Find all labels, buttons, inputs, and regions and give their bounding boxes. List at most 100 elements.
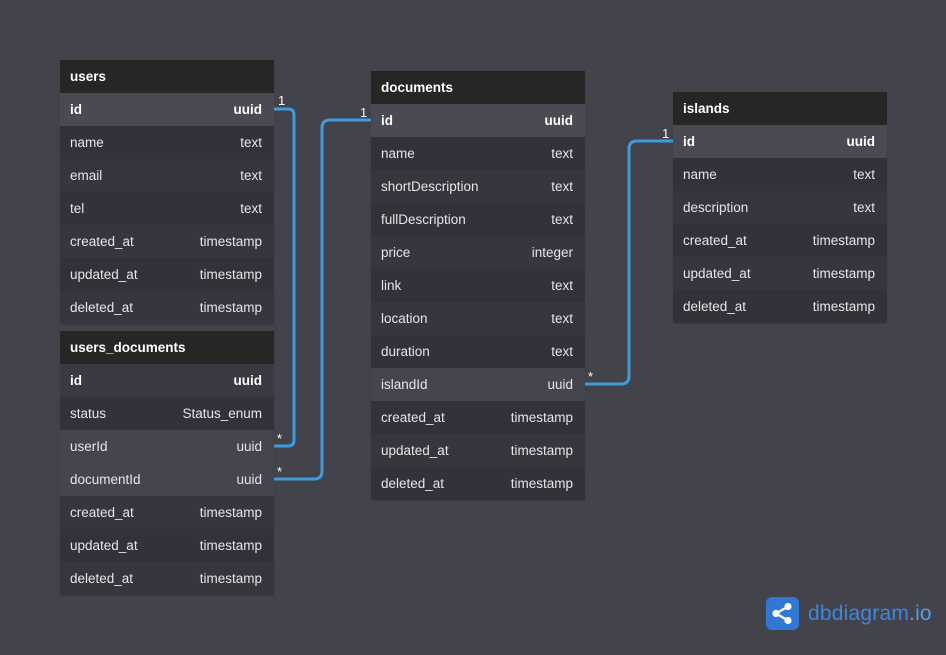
column-name: deleted_at: [70, 571, 134, 586]
cardinality-one-users: 1: [278, 93, 285, 108]
column-islands-updated-at[interactable]: updated_at timestamp: [673, 257, 887, 290]
column-name: updated_at: [70, 267, 138, 282]
table-header-users-documents[interactable]: users_documents: [60, 331, 274, 364]
cardinality-many-islandid: *: [588, 369, 593, 384]
column-name: created_at: [683, 233, 747, 248]
column-islands-created-at[interactable]: created_at timestamp: [673, 224, 887, 257]
column-name: deleted_at: [70, 300, 134, 315]
column-type: uuid: [236, 472, 262, 487]
column-type: text: [240, 135, 262, 150]
column-name: link: [381, 278, 402, 293]
cardinality-one-documents: 1: [360, 105, 367, 120]
table-users-documents[interactable]: users_documents id uuid status Status_enum…: [60, 331, 274, 595]
column-documents-location[interactable]: location text: [371, 302, 585, 335]
column-name: id: [70, 102, 82, 117]
column-type: uuid: [544, 113, 574, 128]
column-users-created-at[interactable]: created_at timestamp: [60, 225, 274, 258]
column-users-name[interactable]: name text: [60, 126, 274, 159]
column-documents-islandid[interactable]: islandId uuid: [371, 368, 585, 401]
column-name: userId: [70, 439, 108, 454]
cardinality-one-islands: 1: [662, 126, 669, 141]
column-type: Status_enum: [182, 406, 262, 421]
column-type: timestamp: [812, 299, 875, 314]
column-users-documents-userid[interactable]: userId uuid: [60, 430, 274, 463]
column-type: text: [240, 201, 262, 216]
brand-name-main: dbdiagram: [808, 601, 910, 625]
column-type: uuid: [547, 377, 573, 392]
column-documents-duration[interactable]: duration text: [371, 335, 585, 368]
column-type: text: [551, 311, 573, 326]
column-name: duration: [381, 344, 430, 359]
cardinality-many-userid: *: [277, 431, 282, 446]
dbdiagram-logo[interactable]: dbdiagram.io: [766, 597, 932, 630]
column-name: updated_at: [683, 266, 751, 281]
column-documents-fulldescription[interactable]: fullDescription text: [371, 203, 585, 236]
column-name: id: [381, 113, 393, 128]
column-name: islandId: [381, 377, 428, 392]
column-name: created_at: [70, 234, 134, 249]
column-type: text: [551, 212, 573, 227]
relation-islands-islandid[interactable]: [585, 139, 673, 386]
column-name: tel: [70, 201, 85, 216]
relation-users-userid[interactable]: [274, 107, 296, 448]
column-type: uuid: [236, 439, 262, 454]
column-name: email: [70, 168, 103, 183]
column-name: location: [381, 311, 428, 326]
column-type: uuid: [846, 134, 876, 149]
column-documents-link[interactable]: link text: [371, 269, 585, 302]
column-type: timestamp: [199, 571, 262, 586]
column-type: uuid: [233, 373, 263, 388]
column-users-documents-id[interactable]: id uuid: [60, 364, 274, 397]
column-name: updated_at: [381, 443, 449, 458]
column-type: timestamp: [812, 266, 875, 281]
column-type: text: [551, 146, 573, 161]
column-documents-price[interactable]: price integer: [371, 236, 585, 269]
column-name: fullDescription: [381, 212, 466, 227]
column-name: price: [381, 245, 411, 260]
column-type: text: [551, 344, 573, 359]
table-header-users[interactable]: users: [60, 60, 274, 93]
column-type: timestamp: [812, 233, 875, 248]
column-name: name: [70, 135, 104, 150]
cardinality-many-documentid: *: [277, 464, 282, 479]
column-users-documents-status[interactable]: status Status_enum: [60, 397, 274, 430]
column-name: name: [381, 146, 415, 161]
column-users-updated-at[interactable]: updated_at timestamp: [60, 258, 274, 291]
column-type: text: [853, 167, 875, 182]
column-users-tel[interactable]: tel text: [60, 192, 274, 225]
column-users-documents-deleted-at[interactable]: deleted_at timestamp: [60, 562, 274, 595]
column-name: created_at: [381, 410, 445, 425]
table-header-documents[interactable]: documents: [371, 71, 585, 104]
table-header-islands[interactable]: islands: [673, 92, 887, 125]
column-name: created_at: [70, 505, 134, 520]
table-documents[interactable]: documents id uuid name text shortDescripti…: [371, 71, 585, 500]
column-documents-id[interactable]: id uuid: [371, 104, 585, 137]
column-name: shortDescription: [381, 179, 479, 194]
column-type: timestamp: [199, 234, 262, 249]
column-documents-name[interactable]: name text: [371, 137, 585, 170]
column-name: id: [70, 373, 82, 388]
column-name: status: [70, 406, 107, 421]
share-nodes-icon: [766, 597, 799, 630]
column-name: description: [683, 200, 749, 215]
column-type: integer: [531, 245, 573, 260]
column-type: timestamp: [199, 267, 262, 282]
relation-documents-documentid[interactable]: [274, 118, 371, 481]
column-type: text: [551, 278, 573, 293]
